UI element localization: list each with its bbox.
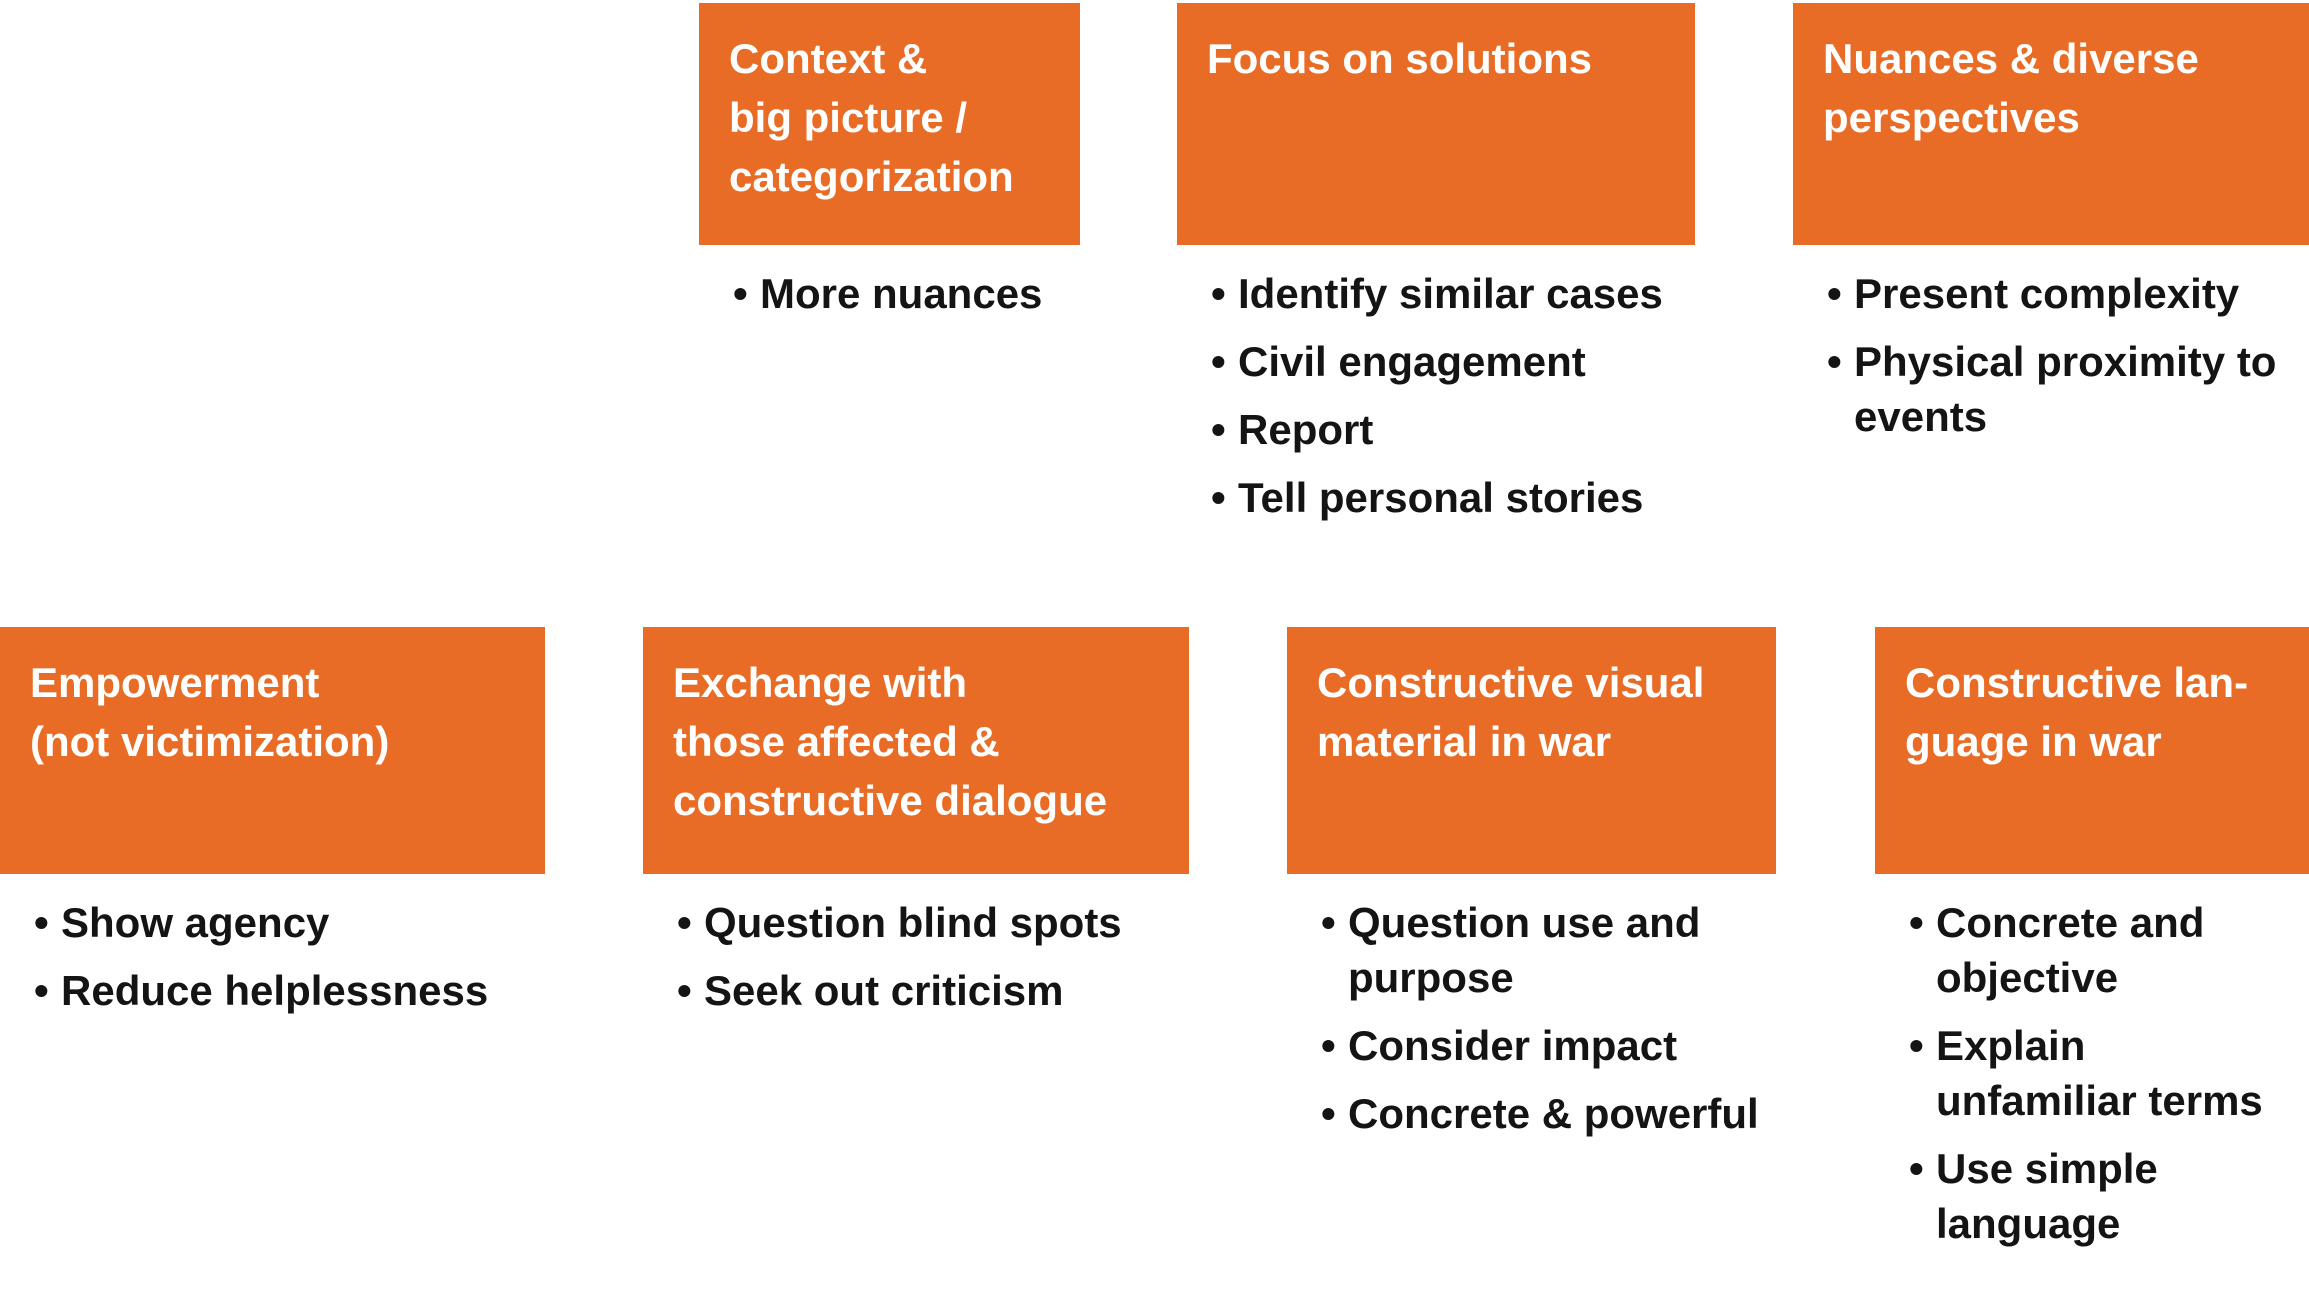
- card-header-constructive-language: Constructive lan- guage in war: [1875, 627, 2309, 874]
- list-item: • Explain unfamiliar terms: [1875, 1018, 2285, 1128]
- bullet-icon: •: [1827, 338, 1842, 385]
- bullet-icon: •: [1909, 1145, 1924, 1192]
- list-item: • Question blind spots: [643, 895, 1223, 950]
- bullet-icon: •: [1211, 338, 1226, 385]
- bullet-icon: •: [677, 967, 692, 1014]
- bullet-text: Physical proximity to events: [1854, 338, 2277, 440]
- bullet-icon: •: [1211, 270, 1226, 317]
- bullet-text: Concrete and objective: [1936, 899, 2205, 1001]
- bullet-list-constructive-visual-material: • Question use and purpose • Consider impa…: [1287, 895, 1792, 1141]
- list-item: • Concrete & powerful: [1287, 1086, 1792, 1141]
- list-item: • Physical proximity to events: [1793, 334, 2309, 444]
- bullet-icon: •: [1321, 1022, 1336, 1069]
- bullet-icon: •: [1211, 406, 1226, 453]
- list-item: • Reduce helplessness: [0, 963, 560, 1018]
- list-item: • Present complexity: [1793, 266, 2309, 321]
- bullet-text: Reduce helplessness: [61, 967, 489, 1014]
- bullet-icon: •: [34, 967, 49, 1014]
- card-header-focus-on-solutions: Focus on solutions: [1177, 3, 1695, 245]
- list-item: • Concrete and objective: [1875, 895, 2285, 1005]
- list-item: • Consider impact: [1287, 1018, 1792, 1073]
- bullet-list-exchange-constructive-dialogue: • Question blind spots • Seek out criticis…: [643, 895, 1223, 1018]
- bullet-list-focus-on-solutions: • Identify similar cases • Civil engagemen…: [1177, 266, 1717, 525]
- bullet-text: Question blind spots: [704, 899, 1122, 946]
- bullet-text: Present complexity: [1854, 270, 2240, 317]
- list-item: • Identify similar cases: [1177, 266, 1717, 321]
- bullet-text: Show agency: [61, 899, 330, 946]
- bullet-icon: •: [1827, 270, 1842, 317]
- card-header-empowerment: Empowerment (not victimization): [0, 627, 545, 874]
- bullet-list-constructive-language: • Concrete and objective • Explain unfamil…: [1875, 895, 2285, 1251]
- bullet-icon: •: [733, 270, 748, 317]
- card-header-exchange-constructive-dialogue: Exchange with those affected & construct…: [643, 627, 1189, 874]
- bullet-text: Use simple language: [1936, 1145, 2158, 1247]
- bullet-icon: •: [1909, 1022, 1924, 1069]
- bullet-text: Question use and purpose: [1348, 899, 1701, 1001]
- bullet-text: Civil engagement: [1238, 338, 1586, 385]
- list-item: • Tell personal stories: [1177, 470, 1717, 525]
- list-item: • Report: [1177, 402, 1717, 457]
- bullet-icon: •: [1321, 1090, 1336, 1137]
- bullet-text: Seek out criticism: [704, 967, 1064, 1014]
- list-item: • Show agency: [0, 895, 560, 950]
- bullet-icon: •: [34, 899, 49, 946]
- card-header-constructive-visual-material: Constructive visual material in war: [1287, 627, 1776, 874]
- list-item: • Use simple language: [1875, 1141, 2285, 1251]
- list-item: • More nuances: [699, 266, 1219, 321]
- list-item: • Civil engagement: [1177, 334, 1717, 389]
- bullet-text: Explain unfamiliar terms: [1936, 1022, 2263, 1124]
- bullet-text: Concrete & powerful: [1348, 1090, 1759, 1137]
- bullet-list-nuances-diverse-perspectives: • Present complexity • Physical proximity …: [1793, 266, 2309, 444]
- bullet-text: Tell personal stories: [1238, 474, 1644, 521]
- bullet-list-empowerment: • Show agency • Reduce helplessness: [0, 895, 560, 1018]
- bullet-icon: •: [677, 899, 692, 946]
- card-header-context-big-picture: Context & big picture / categorization: [699, 3, 1080, 245]
- bullet-icon: •: [1909, 899, 1924, 946]
- card-header-nuances-diverse-perspectives: Nuances & diverse perspectives: [1793, 3, 2309, 245]
- list-item: • Question use and purpose: [1287, 895, 1792, 1005]
- bullet-icon: •: [1211, 474, 1226, 521]
- bullet-text: Consider impact: [1348, 1022, 1678, 1069]
- bullet-text: More nuances: [760, 270, 1043, 317]
- bullet-list-context-big-picture: • More nuances: [699, 266, 1219, 321]
- bullet-icon: •: [1321, 899, 1336, 946]
- bullet-text: Report: [1238, 406, 1374, 453]
- list-item: • Seek out criticism: [643, 963, 1223, 1018]
- bullet-text: Identify similar cases: [1238, 270, 1663, 317]
